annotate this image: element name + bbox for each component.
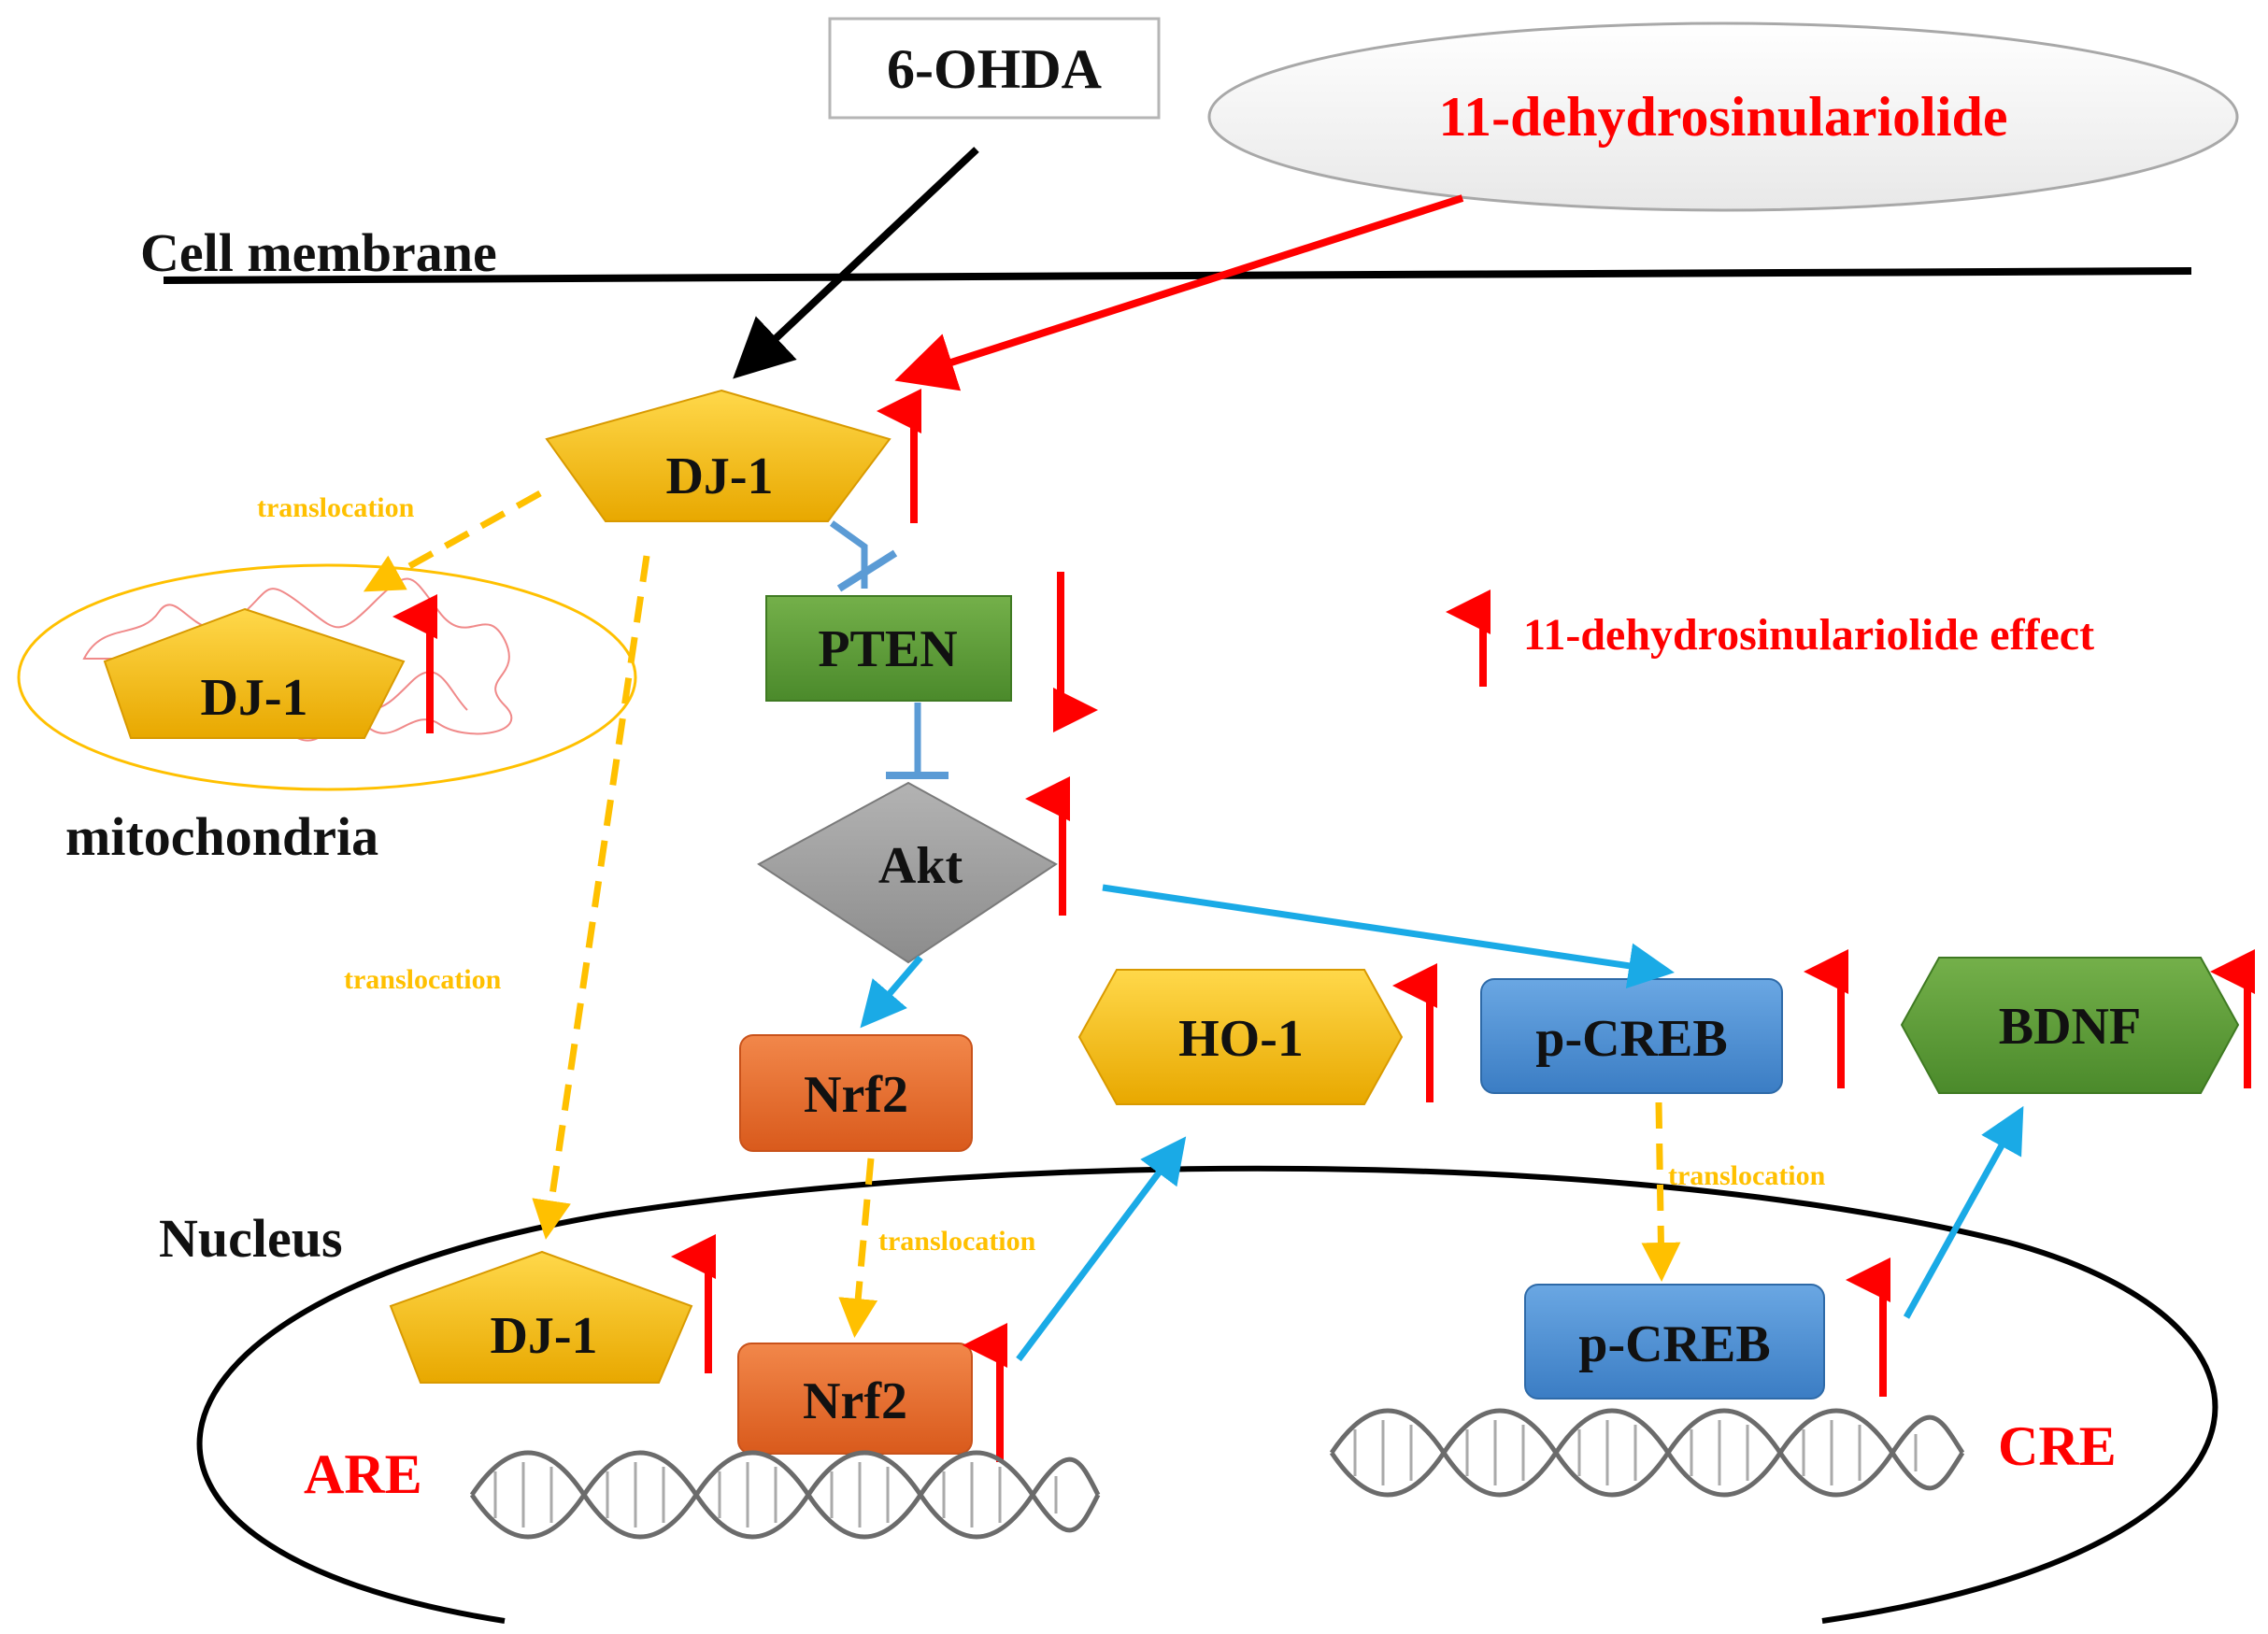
- nucleus-envelope: [196, 1165, 2218, 1624]
- inhibition-dj1-pten: [829, 520, 898, 592]
- dna-cre-icon: [1329, 1408, 1965, 1498]
- nrf2-to-ho1-arrow: [1016, 1136, 1187, 1362]
- dj1-cytoplasm-node: DJ-1: [545, 389, 892, 522]
- dna-cre-strand-b: [1329, 1408, 1965, 1498]
- dj1-mitochondria-shape: [103, 607, 406, 739]
- legend-label: 11-dehydrosinulariolide effect: [1523, 610, 2094, 660]
- compound-label: 11-dehydrosinulariolide: [1438, 86, 2007, 148]
- compound-ellipse: 11-dehydrosinulariolide: [1207, 21, 2239, 212]
- dj1-nucleus-shape: [389, 1250, 693, 1384]
- translocation-creb-label: translocation: [1668, 1160, 1826, 1191]
- nrf2-nucleus-node: Nrf2: [737, 1343, 973, 1455]
- dna-are-icon: [469, 1450, 1101, 1540]
- dna-are-strand-b: [469, 1450, 1101, 1540]
- membrane-label: Cell membrane: [140, 222, 497, 283]
- translocation-nuc-label: translocation: [344, 964, 502, 995]
- pcreb-nucleus-node: p-CREB: [1524, 1284, 1825, 1400]
- cre-label: CRE: [1998, 1415, 2117, 1477]
- bdnf-node: BDNF: [1900, 957, 2240, 1094]
- translocation-nuc-arrow: [532, 555, 650, 1240]
- nrf2-cytoplasm-node: Nrf2: [739, 1034, 973, 1152]
- inhibition-dj1-pten-bar: [836, 549, 898, 592]
- dj1-cytoplasm-label: DJ-1: [665, 448, 773, 505]
- dj1-nucleus-label: DJ-1: [490, 1307, 597, 1365]
- translocation-creb-arrow: [1641, 1101, 1681, 1282]
- compound-arrow: [894, 194, 1464, 391]
- toxin-box: 6-OHDA: [828, 17, 1161, 120]
- dj1-mitochondria-label: DJ-1: [200, 669, 307, 727]
- bdnf-shape: [1900, 957, 2240, 1094]
- dna-cre-rungs: [1353, 1420, 1918, 1485]
- pcreb-to-bdnf-arrow: [1903, 1105, 2024, 1319]
- toxin-box-frame: [828, 17, 1161, 120]
- dna-are-rungs: [493, 1462, 1058, 1527]
- translocation-nrf2-label: translocation: [878, 1226, 1036, 1257]
- toxin-label: 6-OHDA: [887, 38, 1102, 100]
- dj1-mitochondria-node: DJ-1: [103, 607, 406, 739]
- pcreb-nucleus-shape: [1524, 1284, 1825, 1400]
- ho1-label: HO-1: [1178, 1010, 1304, 1068]
- nucleus-label: Nucleus: [159, 1208, 343, 1269]
- dj1-nucleus-node: DJ-1: [389, 1250, 693, 1384]
- nrf2-cytoplasm-shape: [739, 1034, 973, 1152]
- dj1-cytoplasm-shape: [545, 389, 892, 522]
- nrf2-nucleus-label: Nrf2: [803, 1372, 907, 1430]
- ho1-node: HO-1: [1077, 969, 1404, 1105]
- are-label: ARE: [304, 1443, 422, 1505]
- akt-label: Akt: [878, 837, 963, 895]
- pten-node: PTEN: [765, 595, 1012, 702]
- pcreb-cytoplasm-node: p-CREB: [1480, 978, 1783, 1094]
- pten-shape: [765, 595, 1012, 702]
- inhibition-pten-akt: [886, 703, 949, 779]
- akt-to-nrf2-arrow: [860, 955, 923, 1029]
- toxin-arrow: [733, 147, 979, 379]
- translocation-mito-arrow: [363, 490, 542, 592]
- cell-membrane-line: [163, 267, 2192, 284]
- translocation-mito-label: translocation: [257, 492, 415, 523]
- pten-label: PTEN: [818, 620, 957, 678]
- nrf2-cytoplasm-label: Nrf2: [804, 1066, 908, 1124]
- akt-shape: [757, 781, 1058, 964]
- akt-to-pcreb-arrow: [1102, 884, 1675, 989]
- ho1-shape: [1077, 969, 1404, 1105]
- akt-node: Akt: [757, 781, 1058, 964]
- compound-ellipse-shape: [1207, 21, 2239, 212]
- mitochondria-label: mitochondria: [65, 806, 378, 867]
- translocation-nrf2-arrow: [838, 1158, 878, 1338]
- bdnf-label: BDNF: [1999, 998, 2141, 1056]
- pcreb-nucleus-label: p-CREB: [1578, 1315, 1770, 1373]
- pcreb-cytoplasm-label: p-CREB: [1535, 1010, 1727, 1068]
